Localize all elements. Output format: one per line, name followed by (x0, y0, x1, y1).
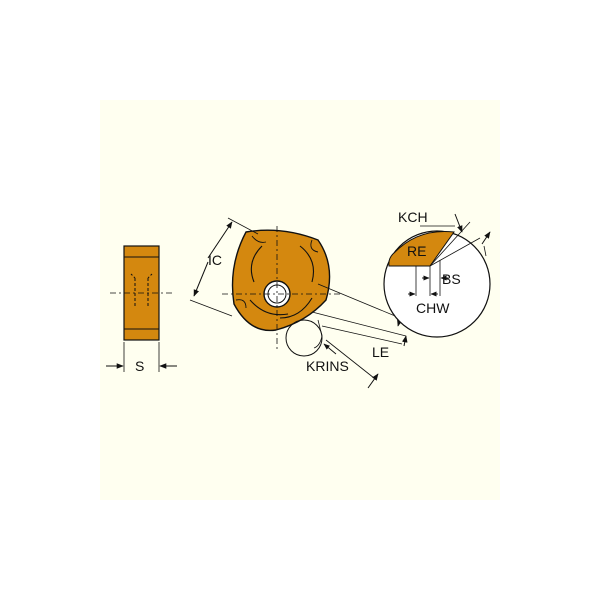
krins-detail-circle (285, 319, 323, 357)
ic-arrow (207, 221, 233, 259)
krins-detail: KRINS (285, 319, 403, 389)
chipbreaker-groove (250, 245, 263, 283)
chipbreaker-groove (279, 297, 313, 319)
kch-label: KCH (398, 209, 428, 225)
chw-label: CHW (416, 300, 450, 316)
le-label: LE (372, 344, 389, 360)
top-view (222, 226, 340, 350)
s-dimension-label: S (135, 358, 144, 374)
chipbreaker-groove (249, 299, 289, 316)
corner-detail: RE BS CHW KCH (383, 209, 491, 338)
corner-detail-insert (388, 230, 455, 267)
kch-angle-arrow (481, 231, 491, 245)
ic-dimension: IC (189, 217, 259, 317)
side-view: S (106, 245, 177, 374)
krins-arrow-lower (367, 373, 379, 389)
krins-pointer (323, 343, 337, 355)
ic-label: IC (208, 252, 222, 268)
krins-label: KRINS (306, 358, 349, 374)
bs-label: BS (442, 271, 461, 287)
kch-arrow (454, 213, 463, 233)
re-label: RE (407, 243, 426, 259)
chipbreaker-groove (299, 245, 315, 283)
